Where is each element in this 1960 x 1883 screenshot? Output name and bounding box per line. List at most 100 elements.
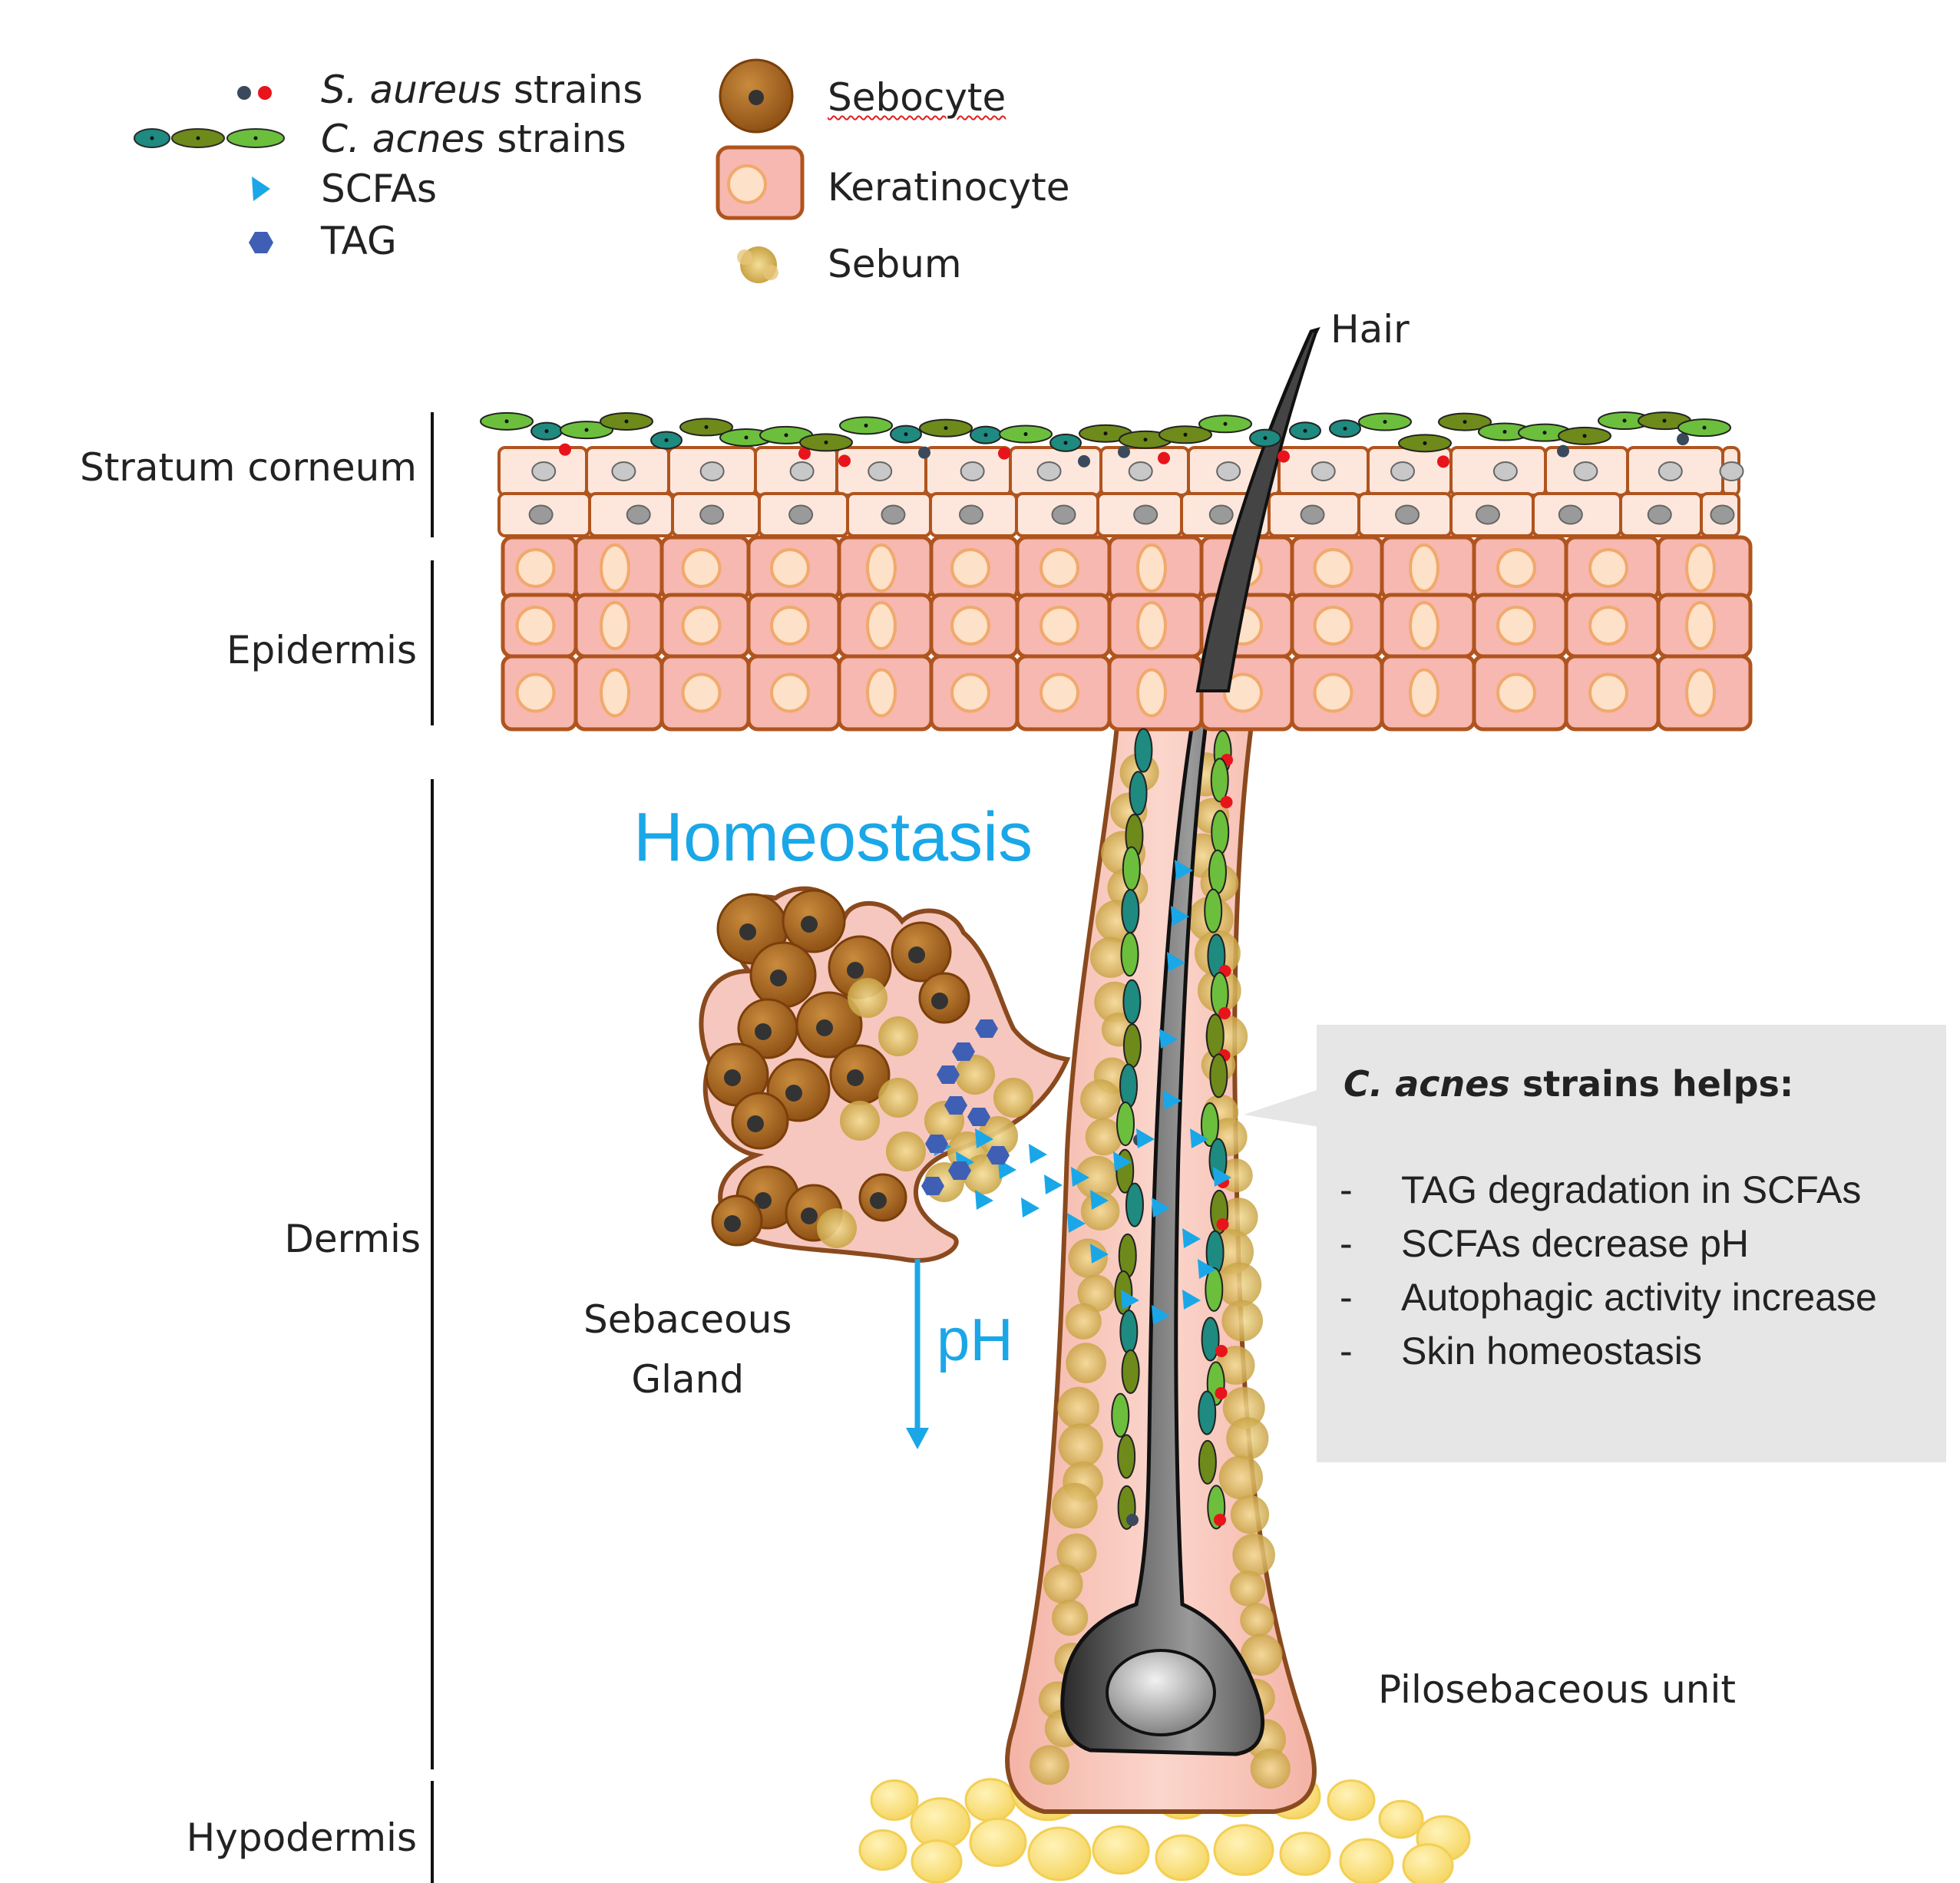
fat-cell — [1155, 1834, 1210, 1881]
sebocyte-nucleus — [816, 1019, 833, 1036]
bacterium-nucleus — [1063, 441, 1068, 445]
corneocyte-nucleus — [1390, 461, 1416, 481]
callout-item: -SCFAs decrease pH — [1340, 1222, 1749, 1265]
tag-molecule — [925, 1135, 948, 1153]
s-aureus-bacterium — [798, 447, 811, 460]
sebum-droplet — [1043, 1564, 1083, 1604]
keratinocyte-nucleus — [1409, 543, 1439, 593]
layer-label-dermis: Dermis — [284, 1217, 421, 1261]
c-acnes-bacterium — [1120, 932, 1139, 977]
sebum-legend-icon — [737, 246, 778, 283]
tag-molecule — [921, 1177, 944, 1195]
bacterium-nucleus — [1622, 418, 1627, 423]
bacterium-nucleus — [1103, 431, 1108, 436]
legend-scfas-label: SCFAs — [321, 167, 438, 211]
corneocyte-nucleus — [789, 461, 815, 481]
keratinocyte-nucleus — [1496, 672, 1536, 713]
c-acnes-bacterium — [1119, 1063, 1139, 1108]
c-acnes-bacterium — [1208, 849, 1227, 894]
scfa-molecule — [1152, 1305, 1170, 1325]
s-aureus-bacterium — [1215, 1345, 1228, 1357]
legend-keratinocyte-label: Keratinocyte — [828, 165, 1070, 210]
molecule-layer — [921, 860, 1231, 1325]
bacterium-nucleus — [1303, 428, 1307, 433]
keratinocyte-nucleus — [1039, 548, 1079, 588]
scfa-molecule — [1021, 1198, 1039, 1217]
sebaceous-gland-label-line1: Sebaceous — [583, 1297, 792, 1342]
callout-item-text: SCFAs decrease pH — [1401, 1222, 1749, 1265]
c-acnes-bacterium — [1122, 846, 1141, 891]
fat-cell — [969, 1817, 1027, 1868]
bacterium-nucleus — [504, 419, 509, 424]
sebum-droplet — [840, 1101, 880, 1141]
c-acnes-bacterium — [1116, 1102, 1135, 1147]
legend-c-acnes-rest: strains — [484, 117, 626, 161]
legend-sebocyte-label: Sebocyte — [828, 75, 1006, 120]
keratinocyte-nucleus — [1409, 668, 1439, 718]
keratinocyte-nucleus — [950, 672, 990, 713]
scfa-molecule — [1175, 860, 1193, 880]
callout-item: -Skin homeostasis — [1340, 1330, 1702, 1373]
layer-label-stratum-corneum: Stratum corneum — [79, 445, 417, 490]
c-acnes-bacterium — [1201, 1316, 1220, 1362]
fat-cell — [1378, 1799, 1424, 1839]
sebocyte-nucleus — [747, 1115, 764, 1132]
sebocyte-nucleus — [785, 1085, 802, 1102]
tag-molecule — [952, 1042, 975, 1061]
c-acnes-bacterium — [1121, 889, 1140, 934]
sebum-droplet — [1057, 1386, 1099, 1429]
sebum-droplet — [1080, 1191, 1120, 1231]
bacterium-nucleus — [1263, 436, 1268, 441]
keratinocyte-nucleus — [1685, 668, 1716, 718]
c-acnes-bacterium — [1210, 758, 1229, 803]
c-acnes-bacterium — [1134, 728, 1153, 773]
sebum-droplet — [1058, 1423, 1103, 1468]
sebocyte-nucleus — [870, 1192, 887, 1209]
bacterium-nucleus — [904, 432, 908, 437]
sebocyte-nucleus — [847, 962, 864, 979]
pilosebaceous-unit-label: Pilosebaceous unit — [1378, 1667, 1736, 1712]
callout-pointer — [1244, 1086, 1328, 1128]
corneocyte-nucleus — [531, 461, 557, 481]
c-acnes-bacterium — [1205, 1267, 1224, 1312]
sebum-droplet — [1232, 1533, 1275, 1577]
sebocyte-nucleus — [801, 1207, 818, 1224]
scfa-molecule — [1113, 1151, 1132, 1171]
sebocyte-nucleus — [931, 993, 948, 1009]
corneocyte-nucleus — [1647, 504, 1672, 525]
scfa-molecule — [1198, 1259, 1216, 1279]
fat-cell — [1092, 1825, 1150, 1875]
keratinocyte-nucleus — [681, 606, 722, 646]
keratinocyte-nucleus — [1588, 672, 1628, 713]
corneocyte-nucleus — [960, 461, 985, 481]
keratinocyte-nucleus — [515, 548, 556, 588]
c-acnes-bacterium — [1122, 979, 1142, 1024]
sebum-droplet — [1052, 1599, 1089, 1636]
keratinocyte-nucleus — [1136, 543, 1167, 593]
corneocyte-nucleus — [868, 461, 893, 481]
s-aureus-bacterium — [1557, 444, 1569, 458]
c-acnes-bacterium — [1121, 1349, 1140, 1394]
sebum-droplet — [878, 1016, 918, 1056]
sebum-droplet — [1250, 1748, 1291, 1789]
keratinocyte-nucleus — [1223, 672, 1263, 713]
sebocyte-cluster — [705, 889, 1033, 1248]
scfa-molecule — [1171, 906, 1189, 926]
layer-label-hypodermis: Hypodermis — [186, 1815, 417, 1860]
bacterium-nucleus — [1502, 429, 1507, 434]
sebum-droplet — [817, 1208, 857, 1248]
fat-cell — [1279, 1832, 1331, 1876]
bacterium-nucleus — [983, 433, 988, 438]
sebocyte-nucleus — [801, 916, 818, 933]
fat-cell — [870, 1779, 919, 1821]
keratinocyte-nucleus — [1039, 672, 1079, 713]
corneocyte-nucleus — [1492, 461, 1518, 481]
fat-cell — [1027, 1826, 1092, 1881]
c-acnes-bacterium — [1122, 1023, 1142, 1069]
c-acnes-bacterium — [1119, 1309, 1139, 1354]
tag-molecule — [948, 1161, 971, 1180]
sebum-droplet — [1066, 1343, 1107, 1383]
keratinocyte-nucleus — [1588, 548, 1628, 588]
scfa-molecule — [1159, 1029, 1178, 1049]
